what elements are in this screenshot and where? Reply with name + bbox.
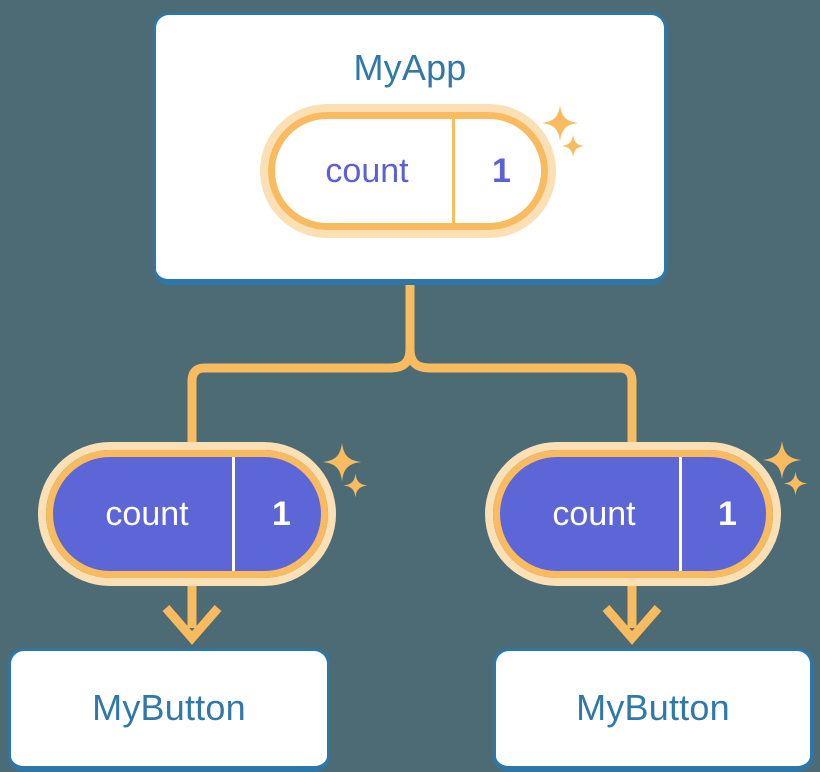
- signal-value: 1: [232, 450, 328, 578]
- signal-key: count: [105, 495, 189, 533]
- signal-key: count: [325, 152, 409, 190]
- signal-value: 1: [679, 450, 773, 578]
- tree-connector-path: [187, 285, 415, 452]
- signal-badge-root[interactable]: count 1: [268, 112, 548, 230]
- tree-connector-path-right: [405, 348, 637, 452]
- component-label: MyButton: [576, 687, 730, 728]
- signal-badge-branch-left[interactable]: count 1: [46, 450, 328, 578]
- signal-badge-branch-right[interactable]: count 1: [493, 450, 773, 578]
- component-card-mybutton-right[interactable]: MyButton: [493, 648, 813, 772]
- signal-badge-body: count 1: [268, 112, 548, 230]
- arrow-down-icon-right: [602, 578, 662, 645]
- signal-badge-body: count 1: [46, 450, 328, 578]
- component-label: MyButton: [92, 687, 246, 728]
- component-card-mybutton-left[interactable]: MyButton: [8, 648, 330, 772]
- page-title: MyApp: [353, 47, 467, 88]
- signal-value: 1: [452, 112, 548, 230]
- arrow-down-icon-left: [162, 578, 222, 645]
- signal-badge-body: count 1: [493, 450, 773, 578]
- signal-key: count: [552, 495, 636, 533]
